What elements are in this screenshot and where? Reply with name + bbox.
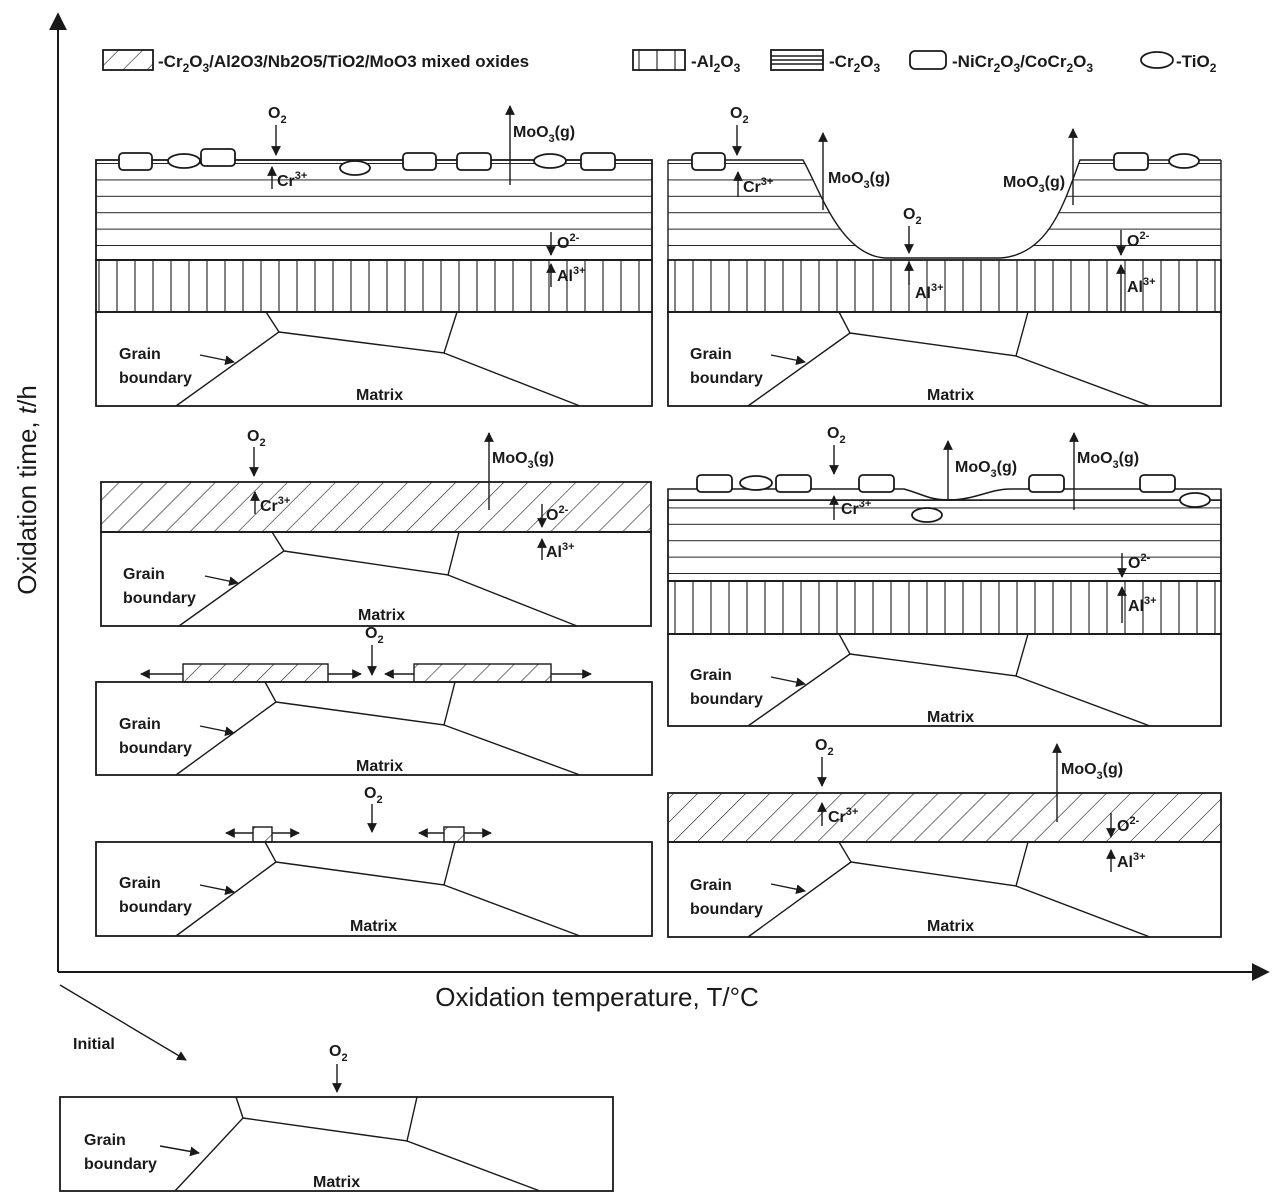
legend-spinel: -NiCr2O3/CoCr2O3 bbox=[909, 50, 1093, 75]
svg-text:MoO3(g): MoO3(g) bbox=[1077, 450, 1139, 471]
svg-text:Cr3+: Cr3+ bbox=[277, 170, 307, 190]
svg-text:-TiO2: -TiO2 bbox=[1176, 52, 1217, 75]
svg-text:Matrix: Matrix bbox=[350, 918, 397, 935]
svg-text:MoO3(g): MoO3(g) bbox=[513, 124, 575, 145]
svg-text:MoO3(g): MoO3(g) bbox=[492, 450, 554, 471]
svg-text:Matrix: Matrix bbox=[927, 709, 974, 726]
svg-text:-NiCr2O3/CoCr2O3: -NiCr2O3/CoCr2O3 bbox=[952, 52, 1093, 75]
panel-right-evaporation: MoO3(g) MoO3(g) Al3+ Cr3+ O2- Al3+ Grain… bbox=[667, 105, 1222, 407]
svg-text:Grain: Grain bbox=[123, 566, 165, 583]
legend: -Cr2O3/Al2O3/Nb2O5/TiO2/MoO3 mixed oxide… bbox=[102, 49, 1217, 75]
panel-left-islands: Grain boundary Matrix bbox=[95, 625, 653, 776]
svg-text:Al3+: Al3+ bbox=[1117, 851, 1146, 871]
svg-text:boundary: boundary bbox=[119, 370, 192, 387]
y-axis-label: Oxidation time, t/h bbox=[12, 385, 42, 595]
axes: Oxidation time, t/h Oxidation temperatur… bbox=[12, 12, 1270, 1012]
svg-text:O2-: O2- bbox=[557, 232, 580, 252]
svg-text:Grain: Grain bbox=[119, 716, 161, 733]
initial-label: Initial bbox=[73, 1036, 115, 1053]
svg-text:Grain: Grain bbox=[690, 667, 732, 684]
svg-text:O2-: O2- bbox=[546, 504, 569, 524]
svg-text:Matrix: Matrix bbox=[358, 607, 405, 624]
svg-text:Matrix: Matrix bbox=[927, 387, 974, 404]
svg-text:Grain: Grain bbox=[690, 346, 732, 363]
svg-text:Grain: Grain bbox=[119, 346, 161, 363]
svg-text:Grain: Grain bbox=[84, 1132, 126, 1149]
svg-text:Al3+: Al3+ bbox=[1127, 276, 1156, 296]
svg-text:Cr3+: Cr3+ bbox=[743, 176, 773, 196]
svg-text:Al3+: Al3+ bbox=[557, 265, 586, 285]
svg-text:O2-: O2- bbox=[1117, 815, 1140, 835]
legend-titania: -TiO2 bbox=[1140, 51, 1217, 75]
svg-text:-Cr2O3/Al2O3/Nb2O5/TiO2/MoO3 m: -Cr2O3/Al2O3/Nb2O5/TiO2/MoO3 mixed oxide… bbox=[158, 52, 529, 75]
panel-left-mixed-scale: MoO3(g) Cr3+ O2- Al3+ Grain boundary Mat… bbox=[100, 428, 652, 627]
svg-text:boundary: boundary bbox=[690, 370, 763, 387]
svg-text:Cr3+: Cr3+ bbox=[841, 498, 871, 518]
svg-text:O2-: O2- bbox=[1127, 230, 1150, 250]
svg-text:O2-: O2- bbox=[1128, 552, 1151, 572]
svg-text:Cr3+: Cr3+ bbox=[828, 806, 858, 826]
legend-mixed-oxides: -Cr2O3/Al2O3/Nb2O5/TiO2/MoO3 mixed oxide… bbox=[102, 49, 529, 75]
svg-text:MoO3(g): MoO3(g) bbox=[1003, 174, 1065, 195]
svg-text:MoO3(g): MoO3(g) bbox=[828, 170, 890, 191]
panel-left-early: Grain boundary Matrix bbox=[95, 785, 653, 937]
svg-text:Grain: Grain bbox=[690, 877, 732, 894]
svg-text:MoO3(g): MoO3(g) bbox=[955, 459, 1017, 480]
panel-right-layered-scale: MoO3(g) MoO3(g) Cr3+ O2- Al3+ Grain boun… bbox=[667, 425, 1222, 727]
svg-text:boundary: boundary bbox=[690, 901, 763, 918]
svg-text:Grain: Grain bbox=[119, 875, 161, 892]
svg-text:Matrix: Matrix bbox=[927, 918, 974, 935]
svg-text:Al3+: Al3+ bbox=[1128, 595, 1157, 615]
svg-text:Matrix: Matrix bbox=[313, 1174, 360, 1191]
x-axis-label: Oxidation temperature, T/°C bbox=[435, 982, 759, 1012]
panel-right-mixed-scale: MoO3(g) Cr3+ O2- Al3+ Grain boundary Mat… bbox=[667, 737, 1222, 938]
svg-text:MoO3(g): MoO3(g) bbox=[1061, 761, 1123, 782]
svg-text:boundary: boundary bbox=[123, 590, 196, 607]
svg-text:Al3+: Al3+ bbox=[915, 282, 944, 302]
svg-text:boundary: boundary bbox=[690, 691, 763, 708]
panel-initial: Initial Grain boundary Matrix bbox=[59, 984, 614, 1192]
svg-text:boundary: boundary bbox=[119, 740, 192, 757]
svg-text:boundary: boundary bbox=[84, 1156, 157, 1173]
svg-text:Matrix: Matrix bbox=[356, 387, 403, 404]
svg-text:-Al2O3: -Al2O3 bbox=[691, 52, 741, 75]
svg-text:Matrix: Matrix bbox=[356, 758, 403, 775]
svg-text:boundary: boundary bbox=[119, 899, 192, 916]
legend-chromia: -Cr2O3 bbox=[770, 49, 880, 75]
svg-text:Cr3+: Cr3+ bbox=[260, 495, 290, 515]
panel-left-layered-scale: MoO3(g) Cr3+ O2- Al3+ Grain boundary Mat… bbox=[95, 105, 653, 407]
svg-text:-Cr2O3: -Cr2O3 bbox=[829, 52, 880, 75]
legend-alumina: -Al2O3 bbox=[632, 49, 741, 75]
svg-text:Al3+: Al3+ bbox=[546, 541, 575, 561]
